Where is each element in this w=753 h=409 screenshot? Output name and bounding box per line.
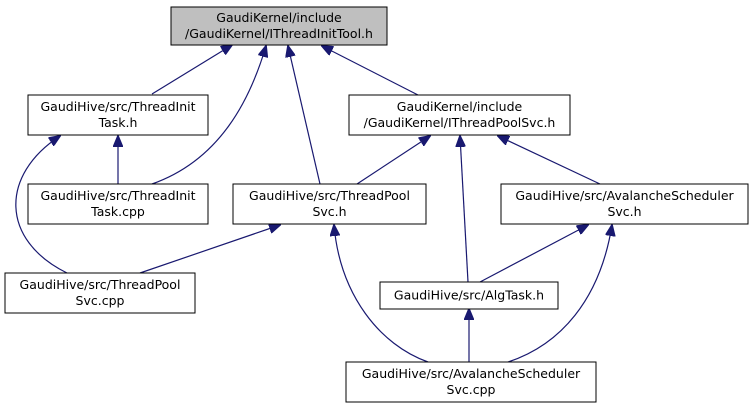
edge-threadpoolsvc_h-to-avalanchescheduler_cpp [334, 225, 429, 363]
node-box [170, 6, 388, 46]
node-box [4, 272, 196, 314]
node-box [27, 183, 209, 225]
node-label-line: GaudiKernel/include [397, 99, 523, 114]
node-label-line: GaudiHive/src/ThreadPool [249, 188, 410, 203]
node-label-line: GaudiHive/src/ThreadInit [41, 99, 196, 114]
node-threadpoolsvc_h[interactable]: GaudiHive/src/ThreadPoolSvc.h [232, 183, 427, 225]
nodes-layer: GaudiKernel/include/GaudiKernel/IThreadI… [4, 6, 749, 403]
node-algtask_h[interactable]: GaudiHive/src/AlgTask.h [379, 281, 559, 310]
node-label-line: GaudiKernel/include [216, 10, 342, 25]
node-label-line: GaudiHive/src/AlgTask.h [394, 288, 544, 303]
node-label-line: Svc.cpp [76, 293, 125, 308]
node-label-line: GaudiHive/src/AvalancheScheduler [515, 188, 734, 203]
node-label-line: Task.h [98, 115, 138, 130]
node-label-line: Svc.h [607, 204, 641, 219]
edge-ithreadpoolsvc_h-to-avalanchescheduler_h [498, 136, 601, 185]
node-label-line: Svc.h [312, 204, 346, 219]
edge-threadinittask_h-to-threadpoolsvc_cpp [15, 136, 68, 274]
node-label-line: Svc.cpp [447, 382, 496, 397]
edge-ithreadinittool_h-to-threadpoolsvc_h [288, 46, 321, 185]
node-box [27, 94, 209, 136]
edge-ithreadinittool_h-to-ithreadpoolsvc_h [322, 46, 419, 96]
node-label-line: GaudiHive/src/ThreadInit [41, 188, 196, 203]
node-box [232, 183, 427, 225]
edge-avalanchescheduler_h-to-algtask_h [479, 225, 588, 283]
node-ithreadpoolsvc_h[interactable]: GaudiKernel/include/GaudiKernel/IThreadP… [348, 94, 571, 136]
edge-avalanchescheduler_h-to-avalanchescheduler_cpp [507, 225, 612, 363]
edge-threadpoolsvc_h-to-threadpoolsvc_cpp [139, 225, 280, 274]
node-label-line: /GaudiKernel/IThreadInitTool.h [185, 26, 373, 41]
edge-ithreadpoolsvc_h-to-threadpoolsvc_h [356, 136, 430, 185]
node-box [500, 183, 749, 225]
node-ithreadinittool_h[interactable]: GaudiKernel/include/GaudiKernel/IThreadI… [170, 6, 388, 46]
node-label-line: GaudiHive/src/AvalancheScheduler [362, 366, 581, 381]
edge-ithreadinittool_h-to-threadinittask_cpp [151, 46, 266, 185]
edge-ithreadpoolsvc_h-to-algtask_h [460, 136, 469, 283]
node-label-line: GaudiHive/src/ThreadPool [20, 277, 181, 292]
node-box [348, 94, 571, 136]
node-threadpoolsvc_cpp[interactable]: GaudiHive/src/ThreadPoolSvc.cpp [4, 272, 196, 314]
edges-layer [15, 45, 612, 363]
node-box [379, 281, 559, 310]
edge-ithreadinittool_h-to-threadinittask_h [151, 45, 232, 95]
node-label-line: Task.cpp [90, 204, 145, 219]
node-box [345, 361, 597, 403]
node-label-line: /GaudiKernel/IThreadPoolSvc.h [364, 115, 556, 130]
